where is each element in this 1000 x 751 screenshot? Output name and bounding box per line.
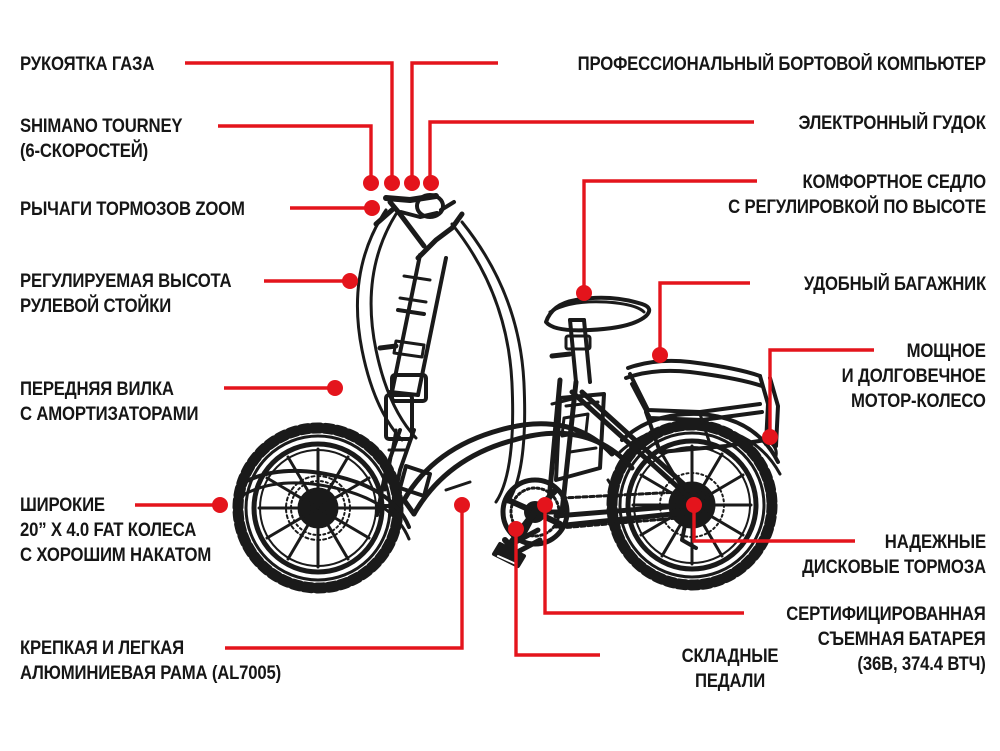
callout-label-wheels: ШИРОКИЕ 20” x 4.0 FAT КОЛЕСА С ХОРОШИМ Н… <box>20 493 211 568</box>
callout-line: УДОБНЫЙ БАГАЖНИК <box>803 274 986 295</box>
chain <box>558 490 682 530</box>
callout-line: НАДЕЖНЫЕ <box>884 532 986 553</box>
dot-motor <box>762 429 778 445</box>
wire-rack <box>658 281 750 350</box>
callout-line: КОМФОРТНОЕ СЕДЛО <box>802 172 986 193</box>
dot-horn <box>423 175 439 191</box>
callout-line: И ДОЛГОВЕЧНОЕ <box>841 366 986 387</box>
dot-disc-brakes <box>686 497 702 513</box>
callout-label-pedals: СКЛАДНЫЕ ПЕДАЛИ <box>682 644 779 694</box>
callout-label-stem-height: РЕГУЛИРУЕМАЯ ВЫСОТА РУЛЕВОЙ СТОЙКИ <box>20 269 232 319</box>
callout-line: КРЕПКАЯ И ЛЕГКАЯ <box>20 638 184 659</box>
callout-line: ПЕРЕДНЯЯ ВИЛКА <box>20 379 174 400</box>
callout-label-front-fork: ПЕРЕДНЯЯ ВИЛКА С АМОРТИЗАТОРАМИ <box>20 377 198 427</box>
wire-motor <box>768 348 874 432</box>
wire-battery <box>543 510 744 615</box>
dot-pedals <box>508 521 524 537</box>
callout-line: С ХОРОШИМ НАКАТОМ <box>20 545 212 566</box>
callout-line: С РЕГУЛИРОВКОЙ ПО ВЫСОТЕ <box>728 197 986 218</box>
wire-shimano <box>218 124 373 178</box>
front-mudguard <box>241 468 411 541</box>
dot-rack <box>652 347 668 363</box>
callout-dots <box>212 175 778 537</box>
dot-computer <box>404 175 420 191</box>
callout-label-rack: УДОБНЫЙ БАГАЖНИК <box>804 272 986 297</box>
callout-line: МОТОР-КОЛЕСО <box>851 391 986 412</box>
callout-line: С АМОРТИЗАТОРАМИ <box>20 404 199 425</box>
wire-horn <box>428 120 754 178</box>
callout-label-computer: ПРОФЕССИОНАЛЬНЫЙ БОРТОВОЙ КОМПЬЮТЕР <box>578 52 986 77</box>
callout-label-brake-levers: РЫЧАГИ ТОРМОЗОВ ZOOM <box>20 197 245 222</box>
dot-throttle <box>384 175 400 191</box>
callout-line: 20” x 4.0 FAT КОЛЕСА <box>20 520 197 541</box>
callout-line: РЕГУЛИРУЕМАЯ ВЫСОТА <box>20 271 232 292</box>
dot-wheels <box>212 497 228 513</box>
steering-column <box>377 253 448 403</box>
rear-rack <box>624 358 780 458</box>
callout-label-battery: СЕРТИФИЦИРОВАННАЯ СЪЕМНАЯ БАТАРЕЯ (36В, … <box>786 602 987 677</box>
callout-line: РУКОЯТКА ГАЗА <box>20 54 155 75</box>
wire-pedals <box>514 534 600 657</box>
callout-line: РЫЧАГИ ТОРМОЗОВ ZOOM <box>20 199 245 220</box>
wire-computer <box>410 61 498 178</box>
dot-stem-height <box>342 273 358 289</box>
callout-line: ЭЛЕКТРОННЫЙ ГУДОК <box>798 113 986 134</box>
callout-line: СЪЕМНАЯ БАТАРЕЯ <box>818 629 986 650</box>
callout-line: (6-СКОРОСТЕЙ) <box>20 141 148 162</box>
wire-frame <box>225 505 464 650</box>
battery-pack <box>554 392 606 482</box>
wire-throttle <box>185 61 394 178</box>
callout-line: СЕРТИФИЦИРОВАННАЯ <box>786 604 987 625</box>
callout-line: SHIMANO TOURNEY <box>20 116 183 137</box>
frame-details <box>444 478 620 498</box>
callout-line: РУЛЕВОЙ СТОЙКИ <box>20 296 172 317</box>
wire-disc-brakes <box>692 510 855 543</box>
dot-battery <box>537 497 553 513</box>
callout-label-disc-brakes: НАДЕЖНЫЕ ДИСКОВЫЕ ТОРМОЗА <box>802 530 986 580</box>
drivetrain-rear <box>675 488 709 550</box>
callout-label-frame: КРЕПКАЯ И ЛЕГКАЯ АЛЮМИНИЕВАЯ РАМА (AL700… <box>20 636 281 686</box>
callout-label-shimano: SHIMANO TOURNEY (6-СКОРОСТЕЙ) <box>20 114 183 164</box>
callout-line: ПРОФЕССИОНАЛЬНЫЙ БОРТОВОЙ КОМПЬЮТЕР <box>577 54 986 75</box>
callout-label-saddle: КОМФОРТНОЕ СЕДЛО С РЕГУЛИРОВКОЙ ПО ВЫСОТ… <box>728 170 986 220</box>
callout-line: (36В, 374.4 Втч) <box>857 654 986 675</box>
callout-line: МОЩНОЕ <box>906 341 986 362</box>
callout-label-motor: МОЩНОЕ И ДОЛГОВЕЧНОЕ МОТОР-КОЛЕСО <box>842 339 986 414</box>
dot-brake-levers <box>364 200 380 216</box>
callout-label-horn: ЭЛЕКТРОННЫЙ ГУДОК <box>799 111 986 136</box>
cables <box>355 208 527 504</box>
callout-line: ДИСКОВЫЕ ТОРМОЗА <box>802 557 986 578</box>
callout-line: ШИРОКИЕ <box>20 495 105 516</box>
dot-front-fork <box>327 380 343 396</box>
front-disc-rotor <box>285 475 351 541</box>
rear-mudguard <box>618 411 782 476</box>
handlebar-assembly <box>373 193 465 261</box>
callout-line: ПЕДАЛИ <box>694 671 766 692</box>
seat-and-post <box>544 295 652 384</box>
callout-line: АЛЮМИНИЕВАЯ РАМА (AL7005) <box>20 663 282 684</box>
dot-shimano <box>363 175 379 191</box>
callout-label-throttle: РУКОЯТКА ГАЗА <box>20 52 154 77</box>
wire-saddle <box>582 179 757 288</box>
dot-saddle <box>576 285 592 301</box>
dot-frame <box>454 497 470 513</box>
callout-line: СКЛАДНЫЕ <box>681 646 779 667</box>
